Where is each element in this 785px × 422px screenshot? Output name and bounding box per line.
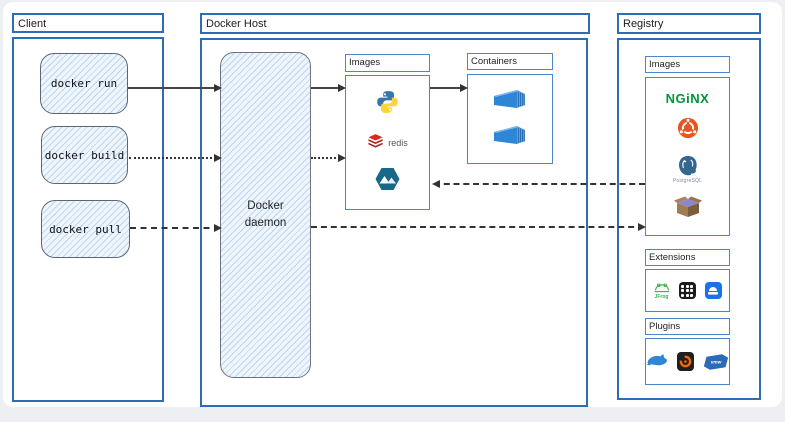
docker-pull-box: docker pull (41, 200, 130, 258)
arrow-daemon-to-registry (311, 223, 646, 231)
arrow-daemon-to-images-run (311, 84, 346, 92)
docker-build-label: docker build (44, 148, 125, 162)
redis-image-row: redis (367, 133, 408, 153)
vmware-label: vmw (711, 360, 722, 365)
registry-plugins-title: Plugins (645, 318, 730, 335)
docker-daemon-label: Docker daemon (244, 199, 287, 229)
registry-plugins-box: vmw (645, 338, 730, 385)
docker-run-box: docker run (40, 53, 128, 114)
host-images-box: redis (345, 75, 430, 210)
package-box-icon (673, 195, 703, 223)
grafana-icon (677, 352, 694, 371)
postgresql-icon: PostgreSQL (673, 155, 702, 184)
container-icon (492, 123, 528, 152)
redis-label: redis (388, 138, 408, 149)
docker-run-label: docker run (50, 77, 118, 90)
container-icon (492, 87, 528, 116)
containers-title: Containers (467, 53, 553, 70)
ubuntu-icon (677, 117, 699, 144)
nginx-logo: NGiNX (665, 90, 710, 106)
arrow-docker-pull-to-daemon (130, 224, 222, 232)
python-icon (374, 89, 401, 120)
storage-app-icon (704, 282, 722, 299)
redis-icon (367, 133, 384, 153)
host-images-title: Images (345, 54, 430, 72)
postgresql-label: PostgreSQL (672, 177, 703, 184)
docker-pull-label: docker pull (49, 222, 122, 236)
arrow-docker-run-to-daemon (128, 84, 222, 92)
arrow-registry-to-local-images (432, 180, 645, 188)
docker-daemon-box: Docker daemon (220, 52, 311, 378)
containers-box (467, 74, 553, 164)
jfrog-icon: JFrog (654, 282, 670, 300)
alpine-icon (374, 167, 401, 196)
registry-extensions-title: Extensions (645, 249, 730, 266)
whale-icon (646, 352, 668, 372)
arrow-daemon-to-images-build (311, 154, 346, 162)
jfrog-label: JFrog (654, 293, 669, 300)
registry-extensions-box: JFrog (645, 269, 730, 312)
registry-images-title: Images (645, 56, 730, 73)
registry-group-title: Registry (617, 13, 761, 34)
arrow-docker-build-to-daemon (129, 154, 222, 162)
client-group-title: Client (12, 13, 164, 33)
docker-host-group-title: Docker Host (200, 13, 590, 34)
arrow-images-to-containers (430, 84, 468, 92)
vmware-icon: vmw (703, 353, 729, 371)
app-grid-icon (678, 282, 696, 299)
docker-build-box: docker build (41, 126, 128, 184)
registry-images-box: NGiNX (645, 77, 730, 236)
